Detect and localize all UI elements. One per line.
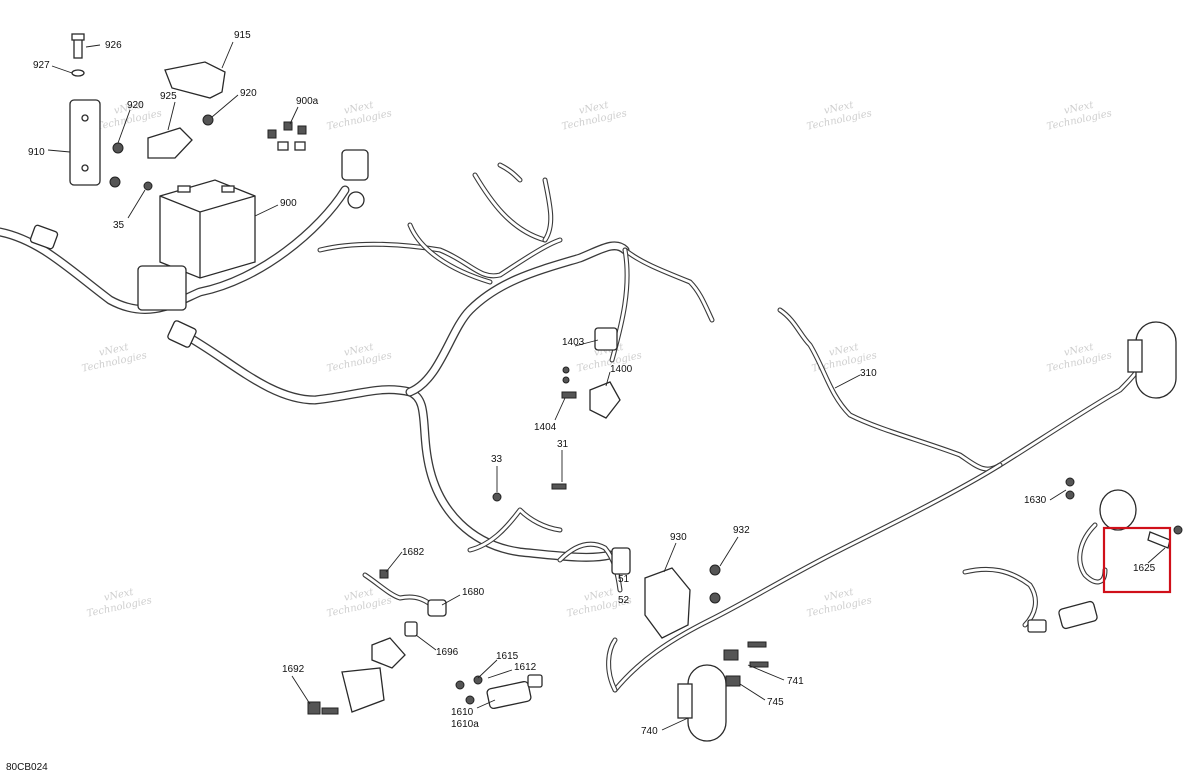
callout-920: 920	[127, 100, 144, 111]
callout-labels: 926 927 915 920 920 925 910 35 900 900a …	[28, 30, 1156, 737]
bolt-31	[551, 483, 567, 490]
module-930	[611, 547, 691, 639]
sensor-1680-cluster	[307, 569, 447, 715]
callout-35: 35	[113, 220, 125, 231]
callout-920: 920	[240, 88, 257, 99]
bolt-741	[749, 661, 769, 668]
callout-51: 51	[618, 574, 630, 585]
nut-920	[202, 114, 214, 126]
callout-932: 932	[733, 525, 750, 536]
tail-light-right	[1127, 321, 1177, 399]
connector	[29, 224, 59, 250]
callout-910: 910	[28, 147, 45, 158]
callout-1692: 1692	[282, 664, 305, 675]
nut	[109, 176, 121, 188]
fuse-box	[137, 265, 187, 311]
callout-925: 925	[160, 91, 177, 102]
callout-740: 740	[641, 726, 658, 737]
callout-1610a: 1610a	[451, 719, 479, 730]
highlight-box-1625	[1102, 526, 1172, 594]
callout-1403: 1403	[562, 337, 585, 348]
rear-harness-310	[606, 307, 1153, 693]
battery-bracket	[69, 99, 101, 186]
callout-1625: 1625	[1133, 563, 1156, 574]
callout-741: 741	[787, 676, 804, 687]
main-harness	[0, 185, 715, 593]
callout-1404: 1404	[534, 422, 557, 433]
bracket-745	[723, 649, 739, 661]
nut-33	[492, 492, 502, 502]
nut-35	[143, 181, 153, 191]
callout-745: 745	[767, 697, 784, 708]
callout-31: 31	[557, 439, 569, 450]
bolt-741	[747, 641, 767, 648]
nut-1612	[473, 675, 483, 685]
callout-1680: 1680	[462, 587, 485, 598]
callout-927: 927	[33, 60, 50, 71]
horn-assembly	[1065, 477, 1137, 585]
bolt-926	[71, 33, 85, 59]
battery-900	[159, 179, 256, 279]
part-1625	[1147, 525, 1183, 549]
connector	[167, 320, 197, 348]
callout-1615: 1615	[496, 651, 519, 662]
hardware-900a	[267, 121, 307, 151]
callout-926: 926	[105, 40, 122, 51]
callout-930: 930	[670, 532, 687, 543]
callout-900: 900	[280, 198, 297, 209]
callout-1400: 1400	[610, 364, 633, 375]
washer-927	[71, 69, 85, 77]
callout-1610: 1610	[451, 707, 474, 718]
callout-1630: 1630	[1024, 495, 1047, 506]
nut-1615	[455, 680, 465, 690]
tail-light-740	[677, 664, 727, 742]
nut-932	[709, 592, 721, 604]
module	[1058, 600, 1098, 630]
callout-1612: 1612	[514, 662, 537, 673]
clamp-915	[164, 61, 226, 99]
grommet	[347, 191, 365, 209]
nut-920	[112, 142, 124, 154]
connector	[341, 149, 369, 181]
diagram-code: 80CB024	[6, 762, 48, 773]
dash-harness	[317, 162, 563, 285]
callout-52: 52	[618, 595, 630, 606]
callout-1682: 1682	[402, 547, 425, 558]
leader-lines	[47, 41, 1166, 731]
bracket-745	[725, 675, 741, 687]
connector	[1027, 619, 1047, 633]
callout-900a: 900a	[296, 96, 319, 107]
callout-1696: 1696	[436, 647, 459, 658]
callout-33: 33	[491, 454, 503, 465]
harness-pigtail	[962, 566, 1038, 628]
callout-310: 310	[860, 368, 877, 379]
module-1610-cluster	[455, 674, 543, 710]
nut-932	[709, 564, 721, 576]
cover-925	[147, 127, 193, 159]
callout-915: 915	[234, 30, 251, 41]
